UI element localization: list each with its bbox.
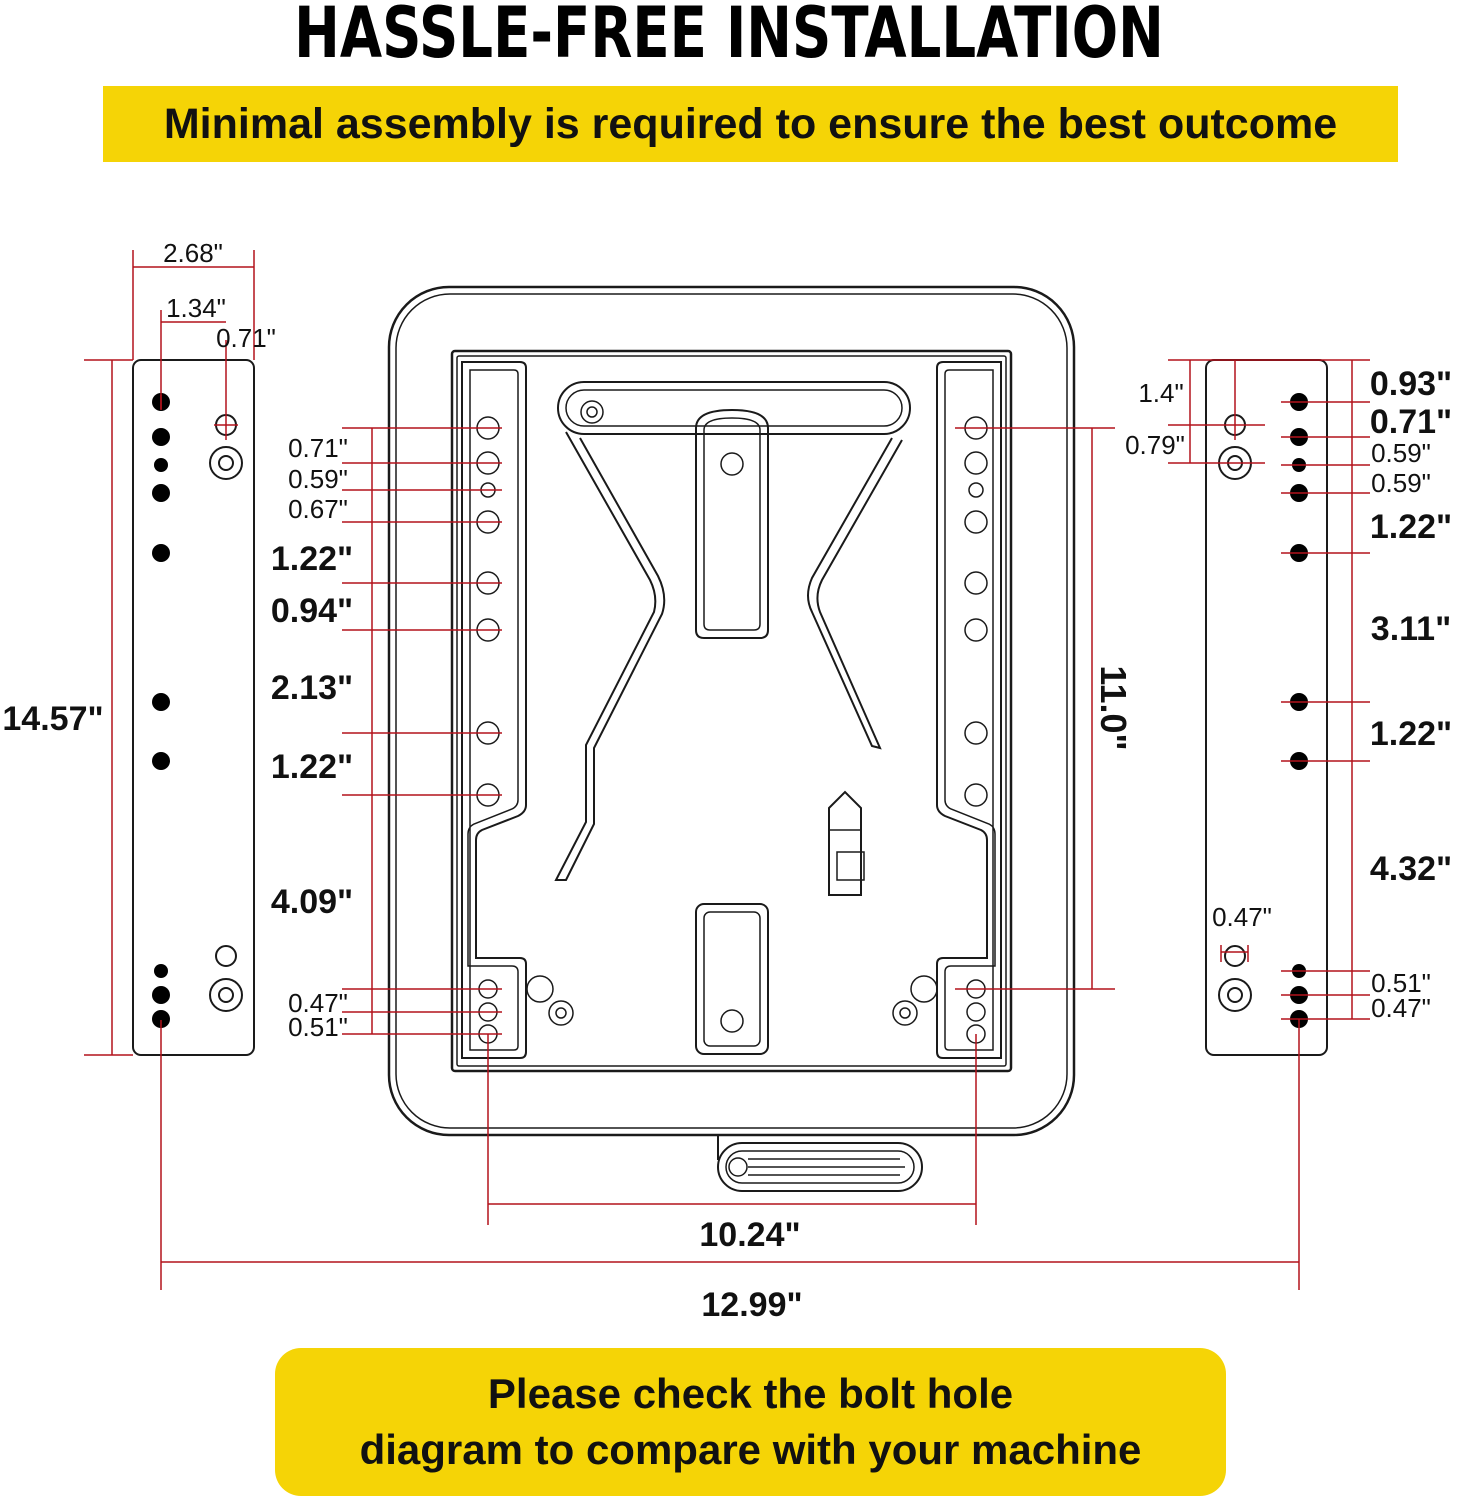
dim-right-3: 0.59" xyxy=(1371,438,1431,468)
dim-right-2: 0.71" xyxy=(1370,403,1452,441)
note-line-2: diagram to compare with your machine xyxy=(359,1426,1142,1473)
dim-plate-1: 0.71" xyxy=(288,433,348,463)
left-bracket xyxy=(132,359,255,1056)
dim-plate-6: 2.13" xyxy=(271,669,353,707)
dim-right-hole: 0.47" xyxy=(1212,902,1272,932)
dim-right-4: 0.59" xyxy=(1371,468,1431,498)
plate-left-labels: 0.71" 0.59" 0.67" 1.22" 0.94" 2.13" 1.22… xyxy=(271,433,353,1042)
dim-plate-3: 0.67" xyxy=(288,494,348,524)
note-banner: Please check the bolt hole diagram to co… xyxy=(275,1348,1226,1496)
dim-plate-9: 0.47" xyxy=(288,988,348,1018)
dim-left-length: 14.57" xyxy=(2,700,103,738)
dim-right-small-2: 0.79" xyxy=(1125,430,1185,460)
seat-mount-plate xyxy=(387,285,1076,1192)
note-line-1: Please check the bolt hole xyxy=(487,1370,1014,1417)
dim-right-1: 0.93" xyxy=(1370,365,1452,403)
dim-inner-width: 10.24" xyxy=(699,1216,800,1254)
dim-plate-height: 11.0" xyxy=(1093,665,1134,750)
subtitle-banner: Minimal assembly is required to ensure t… xyxy=(103,86,1398,162)
dim-outer-width: 12.99" xyxy=(701,1286,802,1324)
dim-left-center: 1.34" xyxy=(166,293,226,323)
dim-right-9: 0.51" xyxy=(1371,968,1431,998)
right-bracket-labels: 1.4" 0.79" 0.93" 0.71" 0.59" 0.59" 1.22"… xyxy=(1125,365,1452,1023)
dim-right-5: 1.22" xyxy=(1370,508,1452,546)
dim-plate-10: 0.51" xyxy=(288,1012,348,1042)
dim-plate-5: 0.94" xyxy=(271,592,353,630)
subtitle-text: Minimal assembly is required to ensure t… xyxy=(163,99,1338,148)
dim-right-10: 0.47" xyxy=(1371,993,1431,1023)
dim-right-small-1: 1.4" xyxy=(1138,378,1183,408)
dim-right-6: 3.11" xyxy=(1371,610,1451,648)
dim-left-width: 2.68" xyxy=(163,238,223,268)
dim-plate-7: 1.22" xyxy=(271,748,353,786)
dim-right-7: 1.22" xyxy=(1370,715,1452,753)
dim-plate-8: 4.09" xyxy=(271,883,353,921)
dim-left-offset: 0.71" xyxy=(216,323,276,353)
dim-plate-2: 0.59" xyxy=(288,464,348,494)
dim-plate-4: 1.22" xyxy=(271,540,353,578)
page-title: HASSLE-FREE INSTALLATION xyxy=(294,0,1164,74)
left-bracket-labels: 2.68" 1.34" 0.71" 14.57" xyxy=(2,238,276,738)
dim-right-8: 4.32" xyxy=(1370,850,1452,888)
